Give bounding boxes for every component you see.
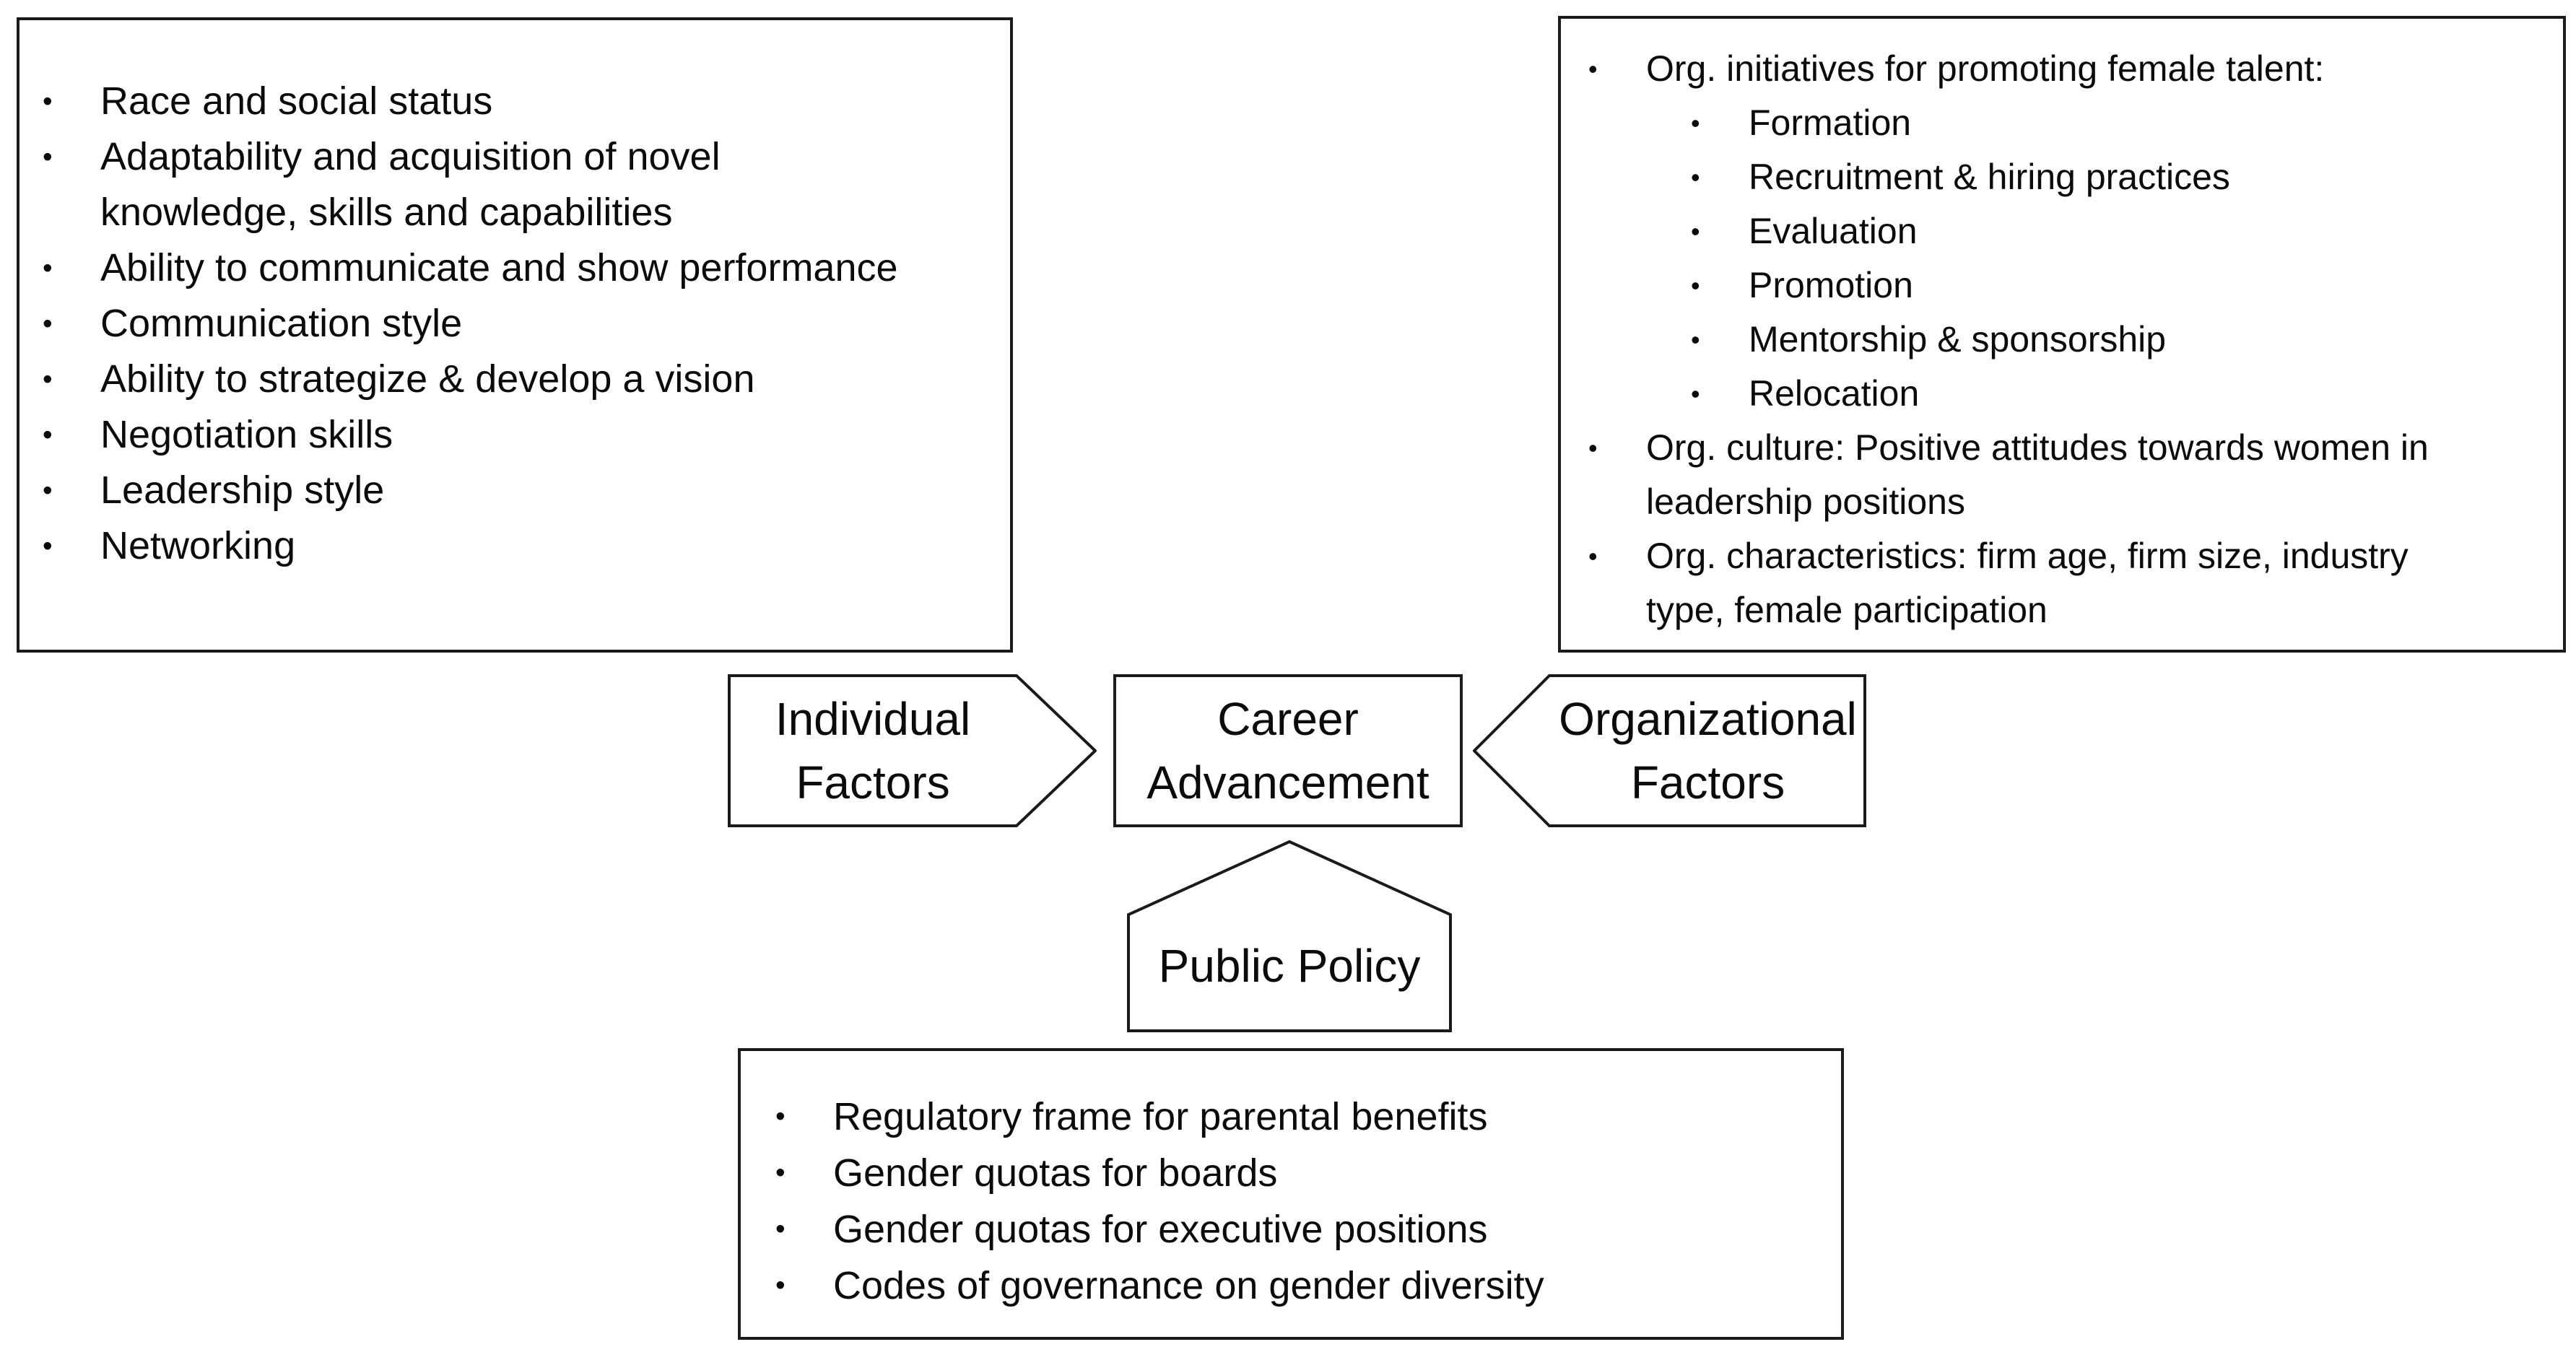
organizational-factors-list-box: • Org. initiatives for promoting female t… bbox=[1558, 16, 2566, 653]
public-policy-label: Public Policy bbox=[1158, 940, 1421, 992]
list-item-text: Communication style bbox=[100, 302, 463, 345]
bullet-icon: • bbox=[775, 1213, 786, 1244]
public-policy-list-box: •Regulatory frame for parental benefits•… bbox=[738, 1048, 1844, 1340]
list-item-text: Promotion bbox=[1749, 265, 1913, 305]
list-item-text: Formation bbox=[1749, 103, 1912, 143]
list-item-text: Recruitment & hiring practices bbox=[1749, 157, 2230, 197]
list-item: • Codes of governance on gender diversity bbox=[773, 1257, 1821, 1314]
list-item: • Formation bbox=[1585, 96, 2544, 150]
bullet-icon: • bbox=[1588, 433, 1598, 463]
list-item: • Evaluation bbox=[1585, 204, 2544, 258]
list-item-text: Negotiation skills bbox=[100, 413, 393, 456]
list-item: • Communication style bbox=[40, 296, 990, 352]
list-item: • Org. characteristics: firm age, firm si… bbox=[1585, 529, 2544, 637]
left-pointing-arrow-shape bbox=[1473, 674, 1866, 827]
list-item: • Ability to communicate and show perform… bbox=[40, 240, 990, 296]
list-item: • Leadership style bbox=[40, 463, 990, 518]
bullet-icon: • bbox=[43, 253, 53, 284]
organizational-factors-label: Organizational Factors bbox=[1559, 693, 1857, 808]
public-policy-node: Public Policy bbox=[1126, 840, 1453, 1033]
bullet-icon: • bbox=[1588, 54, 1598, 84]
list-item-text: Networking bbox=[100, 524, 296, 567]
list-item-text: Regulatory frame for parental benefits bbox=[833, 1095, 1488, 1138]
up-pointing-pentagon-shape bbox=[1127, 840, 1452, 1032]
list-item-text: Ability to strategize & develop a vision bbox=[100, 357, 755, 401]
right-pointing-arrow-shape bbox=[728, 674, 1097, 827]
list-item: • Gender quotas for boards bbox=[773, 1145, 1821, 1201]
list-item: • Negotiation skills bbox=[40, 407, 990, 463]
bullet-icon: • bbox=[1691, 108, 1700, 138]
bullet-icon: • bbox=[43, 364, 53, 395]
bullet-icon: • bbox=[1691, 271, 1700, 300]
list-item: • Adaptability and acquisition of novel k… bbox=[40, 129, 990, 240]
list-item-text: Org. initiatives for promoting female ta… bbox=[1646, 48, 2325, 89]
list-item: • Org. culture: Positive attitudes toward… bbox=[1585, 421, 2544, 529]
bullet-icon: • bbox=[43, 308, 53, 339]
list-item-text: Leadership style bbox=[100, 468, 385, 512]
bullet-icon: • bbox=[775, 1157, 786, 1188]
bullet-icon: • bbox=[43, 475, 53, 506]
bullet-icon: • bbox=[43, 419, 53, 450]
list-item-text: Org. characteristics: firm age, firm siz… bbox=[1646, 536, 2409, 630]
list-item: • Race and social status bbox=[40, 74, 990, 129]
bullet-icon: • bbox=[1691, 162, 1700, 192]
list-item-text: Codes of governance on gender diversity bbox=[833, 1264, 1544, 1307]
list-item: • Promotion bbox=[1585, 258, 2544, 313]
list-item-text: Ability to communicate and show performa… bbox=[100, 246, 898, 289]
list-item: • Gender quotas for executive positions bbox=[773, 1201, 1821, 1257]
list-item: • Org. initiatives for promoting female t… bbox=[1585, 42, 2544, 96]
individual-factors-label: Individual Factors bbox=[775, 693, 971, 808]
bullet-icon: • bbox=[43, 86, 53, 117]
list-item: • Networking bbox=[40, 518, 990, 574]
bullet-icon: • bbox=[1691, 379, 1700, 409]
list-item-text: Gender quotas for boards bbox=[833, 1151, 1278, 1195]
bullet-icon: • bbox=[1691, 325, 1700, 354]
list-item: • Regulatory frame for parental benefits bbox=[773, 1089, 1821, 1145]
list-item-text: Mentorship & sponsorship bbox=[1749, 319, 2167, 359]
list-item-text: Evaluation bbox=[1749, 211, 1918, 251]
list-item: • Relocation bbox=[1585, 367, 2544, 421]
list-item-text: Relocation bbox=[1749, 373, 1920, 414]
bullet-icon: • bbox=[43, 531, 53, 562]
list-item: • Ability to strategize & develop a visio… bbox=[40, 352, 990, 407]
bullet-icon: • bbox=[775, 1101, 786, 1132]
individual-factors-node: Individual Factors bbox=[728, 674, 1097, 827]
bullet-icon: • bbox=[1691, 217, 1700, 246]
list-item-text: Org. culture: Positive attitudes towards… bbox=[1646, 427, 2429, 522]
list-item-text: Race and social status bbox=[100, 79, 493, 123]
bullet-icon: • bbox=[1588, 541, 1598, 571]
list-item: • Mentorship & sponsorship bbox=[1585, 313, 2544, 367]
individual-factors-list-box: • Race and social status • Adaptability and… bbox=[17, 17, 1013, 653]
list-item: • Recruitment & hiring practices bbox=[1585, 150, 2544, 204]
bullet-icon: • bbox=[43, 141, 53, 173]
list-item-text: Adaptability and acquisition of novel kn… bbox=[100, 135, 721, 234]
organizational-factors-node: Organizational Factors bbox=[1473, 674, 1866, 827]
list-item-text: Gender quotas for executive positions bbox=[833, 1208, 1488, 1251]
bullet-icon: • bbox=[775, 1270, 786, 1301]
career-advancement-node: Career Advancement bbox=[1113, 674, 1463, 827]
